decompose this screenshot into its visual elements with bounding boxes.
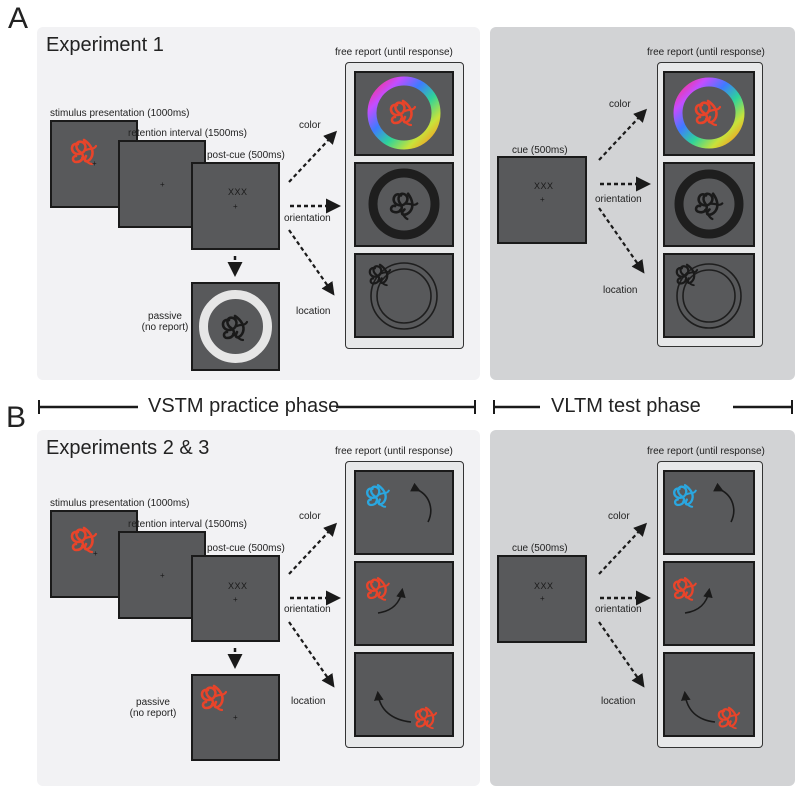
panel-a-test-free-report-label: free report (until response): [647, 47, 765, 58]
panel-a-branch-orientation-label: orientation: [284, 213, 331, 224]
panel-a-test-branch-color-label: color: [609, 99, 631, 110]
panel-b-branch-orientation-label: orientation: [284, 604, 331, 615]
panel-b-test-branch-color-label: color: [608, 511, 630, 522]
panel-b-branch-color-label: color: [299, 511, 321, 522]
panel-a-title: Experiment 1: [46, 34, 164, 56]
postcue-xxx: XXX: [228, 581, 248, 591]
fixation-cross: +: [540, 594, 545, 603]
cue-xxx: XXX: [534, 181, 554, 191]
postcue-xxx: XXX: [228, 187, 248, 197]
panel-b-branch-location-label: location: [291, 696, 326, 707]
panel-b-test-cue-screen: XXX +: [497, 555, 587, 643]
panel-b-passive-arrow: [227, 648, 243, 669]
panel-a-test-cue-screen: XXX +: [497, 156, 587, 244]
panel-a-test-branch-arrows: [598, 108, 651, 274]
panel-b-branch-arrows: [288, 522, 341, 688]
panel-b-postcue-label: post-cue (500ms): [207, 543, 285, 554]
panel-b-letter: B: [6, 401, 27, 434]
report-location-screen: [663, 652, 755, 737]
cue-xxx: XXX: [534, 581, 554, 591]
report-orientation-screen: [663, 162, 755, 247]
fixation-cross: +: [233, 595, 238, 604]
panel-a-test-branch-orientation-label: orientation: [595, 194, 642, 205]
report-orientation-screen: [354, 561, 454, 646]
panel-b-free-report-label: free report (until response): [335, 446, 453, 457]
panel-b-test-free-report-column: [657, 461, 763, 748]
phase-brackets: [38, 400, 793, 414]
report-color-screen: [663, 71, 755, 156]
fixation-cross: +: [233, 202, 238, 211]
panel-b-title: Experiments 2 & 3: [46, 437, 210, 459]
fixation-cross: +: [540, 195, 545, 204]
panel-a-branch-color-label: color: [299, 120, 321, 131]
panel-a-free-report-column: [345, 62, 464, 349]
panel-b-test-branch-arrows: [598, 522, 651, 688]
panel-b-test-cue-label: cue (500ms): [512, 543, 568, 554]
panel-a-free-report-label: free report (until response): [335, 47, 453, 58]
fixation-cross: +: [92, 159, 97, 168]
panel-a-branch-location-label: location: [296, 306, 331, 317]
report-color-screen: [354, 470, 454, 555]
panel-a-passive-label: passive (no report): [141, 311, 189, 333]
fixation-cross: +: [233, 713, 238, 722]
fixation-cross: +: [160, 180, 165, 189]
report-location-screen: [663, 253, 755, 338]
panel-a-branch-arrows: [288, 130, 341, 296]
panel-a-retention-label: retention interval (1500ms): [128, 128, 247, 139]
panel-b-passive-label: passive (no report): [129, 697, 177, 719]
panel-b-postcue-screen: XXX +: [191, 555, 280, 642]
panel-a-stimulus-label: stimulus presentation (1000ms): [50, 108, 190, 119]
passive-ring: [199, 290, 272, 363]
panel-a-letter: A: [8, 2, 29, 35]
report-location-screen: [354, 652, 454, 737]
report-color-screen: [663, 470, 755, 555]
panel-a-postcue-screen: XXX +: [191, 162, 280, 250]
phase-practice-label: VSTM practice phase: [148, 395, 340, 417]
panel-a-postcue-label: post-cue (500ms): [207, 150, 285, 161]
panel-b-test-branch-orientation-label: orientation: [595, 604, 642, 615]
panel-b-test-branch-location-label: location: [601, 696, 636, 707]
panel-b-test-free-report-label: free report (until response): [647, 446, 765, 457]
report-orientation-screen: [663, 561, 755, 646]
panel-b-free-report-column: [345, 461, 464, 748]
panel-a-passive-screen: [191, 282, 280, 371]
fixation-cross: +: [160, 571, 165, 580]
report-location-screen: [354, 253, 454, 338]
panel-a-test-free-report-column: [657, 62, 763, 347]
panel-a-test-branch-location-label: location: [603, 285, 638, 296]
panel-b-passive-screen: +: [191, 674, 280, 761]
fixation-cross: +: [93, 549, 98, 558]
report-color-screen: [354, 71, 454, 156]
panel-a-test-cue-label: cue (500ms): [512, 145, 568, 156]
panel-b-retention-label: retention interval (1500ms): [128, 519, 247, 530]
phase-test-label: VLTM test phase: [551, 395, 701, 417]
report-orientation-screen: [354, 162, 454, 247]
panel-b-stimulus-label: stimulus presentation (1000ms): [50, 498, 190, 509]
panel-a-passive-arrow: [227, 256, 243, 277]
